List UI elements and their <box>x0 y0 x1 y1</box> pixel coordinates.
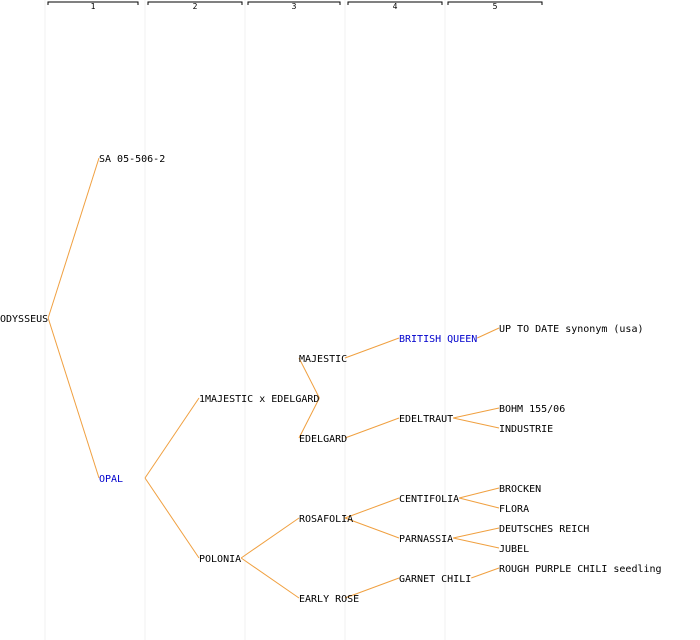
generation-bracket-2 <box>147 1 243 5</box>
edge-centifolia-to-brocken <box>459 487 500 499</box>
node-centifolia: CENTIFOLIA <box>399 494 459 505</box>
node-bohm-155-06: BOHM 155/06 <box>499 404 565 415</box>
generation-bracket-5 <box>447 1 543 5</box>
generation-number-2: 2 <box>193 2 198 11</box>
node-early-rose: EARLY ROSE <box>299 594 359 605</box>
edge-opal-to-polonia <box>144 477 200 559</box>
edge-parnassia-to-deutsches-reich <box>453 527 500 539</box>
edge-polonia-to-early-rose <box>240 557 300 599</box>
edge-odysseus-to-opal <box>47 317 100 479</box>
edge-garnet-chili-to-rough-purple-chili-seedling <box>471 567 500 579</box>
generation-number-3: 3 <box>292 2 297 11</box>
node-sa-05-506-2: SA 05-506-2 <box>99 154 165 165</box>
pedigree-edges <box>47 157 500 599</box>
node-rosafolia: ROSAFOLIA <box>299 514 353 525</box>
edge-1majestic-x-edelgard-to-majestic <box>298 357 320 399</box>
generation-column-rules <box>44 0 446 640</box>
generation-number-1: 1 <box>91 2 96 11</box>
edge-1majestic-x-edelgard-to-edelgard <box>298 397 320 439</box>
node-industrie: INDUSTRIE <box>499 424 553 435</box>
edge-opal-to-1majestic-x-edelgard <box>144 397 200 479</box>
edge-rosafolia-to-centifolia <box>344 497 400 519</box>
node-majestic: MAJESTIC <box>299 354 347 365</box>
generation-number-4: 4 <box>393 2 398 11</box>
edge-odysseus-to-sa-05-506-2 <box>47 157 100 319</box>
node-british-queen[interactable]: BRITISH QUEEN <box>399 334 477 345</box>
node-up-to-date: UP TO DATE synonym (usa) <box>499 324 644 335</box>
node-opal[interactable]: OPAL <box>99 474 123 485</box>
edge-rosafolia-to-parnassia <box>344 517 400 539</box>
node-jubel: JUBEL <box>499 544 529 555</box>
generation-bracket-3 <box>247 1 341 5</box>
node-deutsches-reich: DEUTSCHES REICH <box>499 524 589 535</box>
node-brocken: BROCKEN <box>499 484 541 495</box>
edge-edeltraut-to-industrie <box>453 417 500 429</box>
node-rough-purple-chili-seedling: ROUGH PURPLE CHILI seedling <box>499 564 662 575</box>
generation-bracket-4 <box>347 1 443 5</box>
node-polonia: POLONIA <box>199 554 241 565</box>
generation-number-5: 5 <box>493 2 498 11</box>
edge-majestic-to-british-queen <box>344 337 400 359</box>
node-garnet-chili: GARNET CHILI <box>399 574 471 585</box>
node-edelgard: EDELGARD <box>299 434 347 445</box>
edge-polonia-to-rosafolia <box>240 517 300 559</box>
node-parnassia: PARNASSIA <box>399 534 453 545</box>
edge-parnassia-to-jubel <box>453 537 500 549</box>
node-odysseus: ODYSSEUS <box>0 314 48 325</box>
node-edeltraut: EDELTRAUT <box>399 414 453 425</box>
edge-edelgard-to-edeltraut <box>344 417 400 439</box>
edge-early-rose-to-garnet-chili <box>344 577 400 599</box>
generation-header: 1 2 3 4 5 <box>47 1 543 11</box>
edge-british-queen-to-up-to-date <box>477 327 500 339</box>
edge-centifolia-to-flora <box>459 497 500 509</box>
node-1majestic-x-edelgard: 1MAJESTIC x EDELGARD <box>199 394 319 405</box>
generation-bracket-1 <box>47 1 139 5</box>
edge-edeltraut-to-bohm-155-06 <box>453 407 500 419</box>
node-flora: FLORA <box>499 504 529 515</box>
